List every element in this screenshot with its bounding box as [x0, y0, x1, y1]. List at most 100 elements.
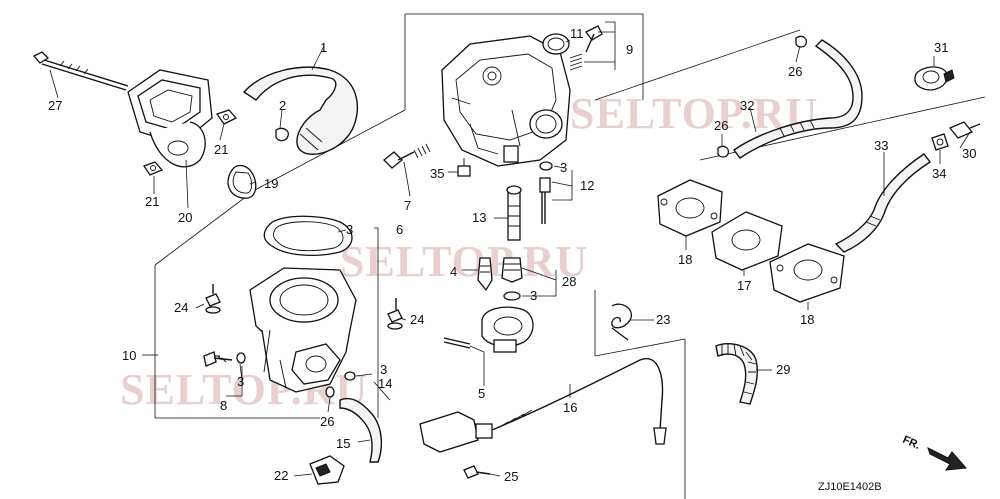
- screw-spring-9: [569, 25, 603, 71]
- hose-33: [834, 153, 932, 253]
- float-5: [443, 306, 534, 353]
- label-17: 17: [737, 278, 751, 293]
- screw-spring-7: [383, 143, 431, 169]
- label-11: 11: [570, 26, 584, 41]
- washer-3d: [344, 371, 356, 381]
- label-22: 22: [274, 468, 288, 483]
- intake-adapter-20: [127, 69, 213, 168]
- gasket-18a: [657, 179, 723, 237]
- label-30: 30: [962, 146, 976, 161]
- label-3a: 3: [346, 222, 353, 237]
- carb-lower-body-10: [249, 267, 357, 393]
- nut-21b: [143, 161, 164, 176]
- leader-lines: [49, 21, 971, 477]
- label-14: 14: [378, 376, 392, 391]
- bolt-27: [32, 51, 129, 91]
- label-33: 33: [874, 138, 888, 153]
- clip-2: [275, 127, 289, 142]
- label-28: 28: [562, 274, 576, 289]
- label-21b: 21: [145, 194, 159, 209]
- gasket-6: [263, 215, 353, 256]
- group-boundaries: [154, 13, 986, 499]
- label-3b: 3: [560, 160, 567, 175]
- clip-26c: [325, 386, 335, 398]
- screw-24b: [387, 298, 403, 330]
- jet-12: [539, 177, 551, 224]
- label-7: 7: [404, 198, 411, 213]
- label-24b: 24: [410, 312, 424, 327]
- screw-8: [203, 351, 233, 367]
- label-3e: 3: [380, 362, 387, 377]
- label-35: 35: [430, 166, 444, 181]
- hose-29: [715, 342, 759, 405]
- washer-3a: [539, 161, 553, 171]
- label-13: 13: [472, 210, 486, 225]
- washer-3b: [503, 291, 521, 301]
- ring-11: [542, 33, 570, 55]
- gasket-18b: [769, 243, 845, 303]
- label-9: 9: [626, 42, 633, 57]
- label-19: 19: [264, 176, 278, 191]
- label-5: 5: [478, 386, 485, 401]
- clamp-22: [309, 455, 345, 485]
- gasket-19-inner: [232, 171, 253, 194]
- label-26a: 26: [788, 64, 802, 79]
- nut-21a: [215, 109, 238, 125]
- label-3c: 3: [530, 288, 537, 303]
- label-3d: 3: [237, 374, 244, 389]
- float-valve-28: [501, 257, 523, 283]
- label-8: 8: [220, 398, 227, 413]
- carburetor-body: [441, 35, 571, 167]
- diagram-code: ZJ10E1402B: [818, 481, 882, 493]
- label-18a: 18: [678, 252, 692, 267]
- washer-3c: [236, 352, 246, 364]
- nipple-30: [948, 121, 981, 139]
- label-26c: 26: [320, 414, 334, 429]
- hose-15: [339, 397, 383, 463]
- label-26b: 26: [714, 118, 728, 133]
- label-25: 25: [504, 469, 518, 484]
- screw-24a: [205, 284, 221, 314]
- gasket-17: [711, 211, 783, 271]
- watermark-2: SELTOP.RU: [340, 237, 588, 286]
- clip-35: [457, 158, 471, 177]
- hose-32-texture: [779, 119, 815, 137]
- needle-4: [477, 257, 493, 292]
- clip-23: [611, 303, 633, 341]
- clamp-31: [914, 66, 955, 91]
- clip-34: [931, 133, 949, 151]
- label-2: 2: [279, 98, 286, 113]
- label-6: 6: [396, 222, 403, 237]
- label-20: 20: [178, 210, 192, 225]
- label-31: 31: [934, 40, 948, 55]
- label-18b: 18: [800, 312, 814, 327]
- hose-33-clamp: [865, 215, 881, 227]
- emulsion-tube-13: [506, 185, 522, 241]
- label-24a: 24: [174, 300, 188, 315]
- clip-26b: [717, 145, 730, 158]
- label-34: 34: [932, 166, 946, 181]
- front-direction-arrow: FR.: [901, 434, 968, 471]
- label-29: 29: [776, 362, 790, 377]
- hose-32: [733, 39, 863, 159]
- hose-1: [242, 66, 359, 155]
- gasket-6-inner: [272, 221, 344, 252]
- label-12: 12: [580, 178, 594, 193]
- screw-25: [463, 465, 491, 479]
- hose-1-clamp: [299, 127, 323, 151]
- label-10: 10: [122, 348, 136, 363]
- part-labels: 1 2 3 3 3 3 3 4 5 6 7 8 9 10 11 12 13 14…: [48, 26, 976, 484]
- label-21a: 21: [214, 142, 228, 157]
- label-15: 15: [336, 436, 350, 451]
- label-4: 4: [450, 264, 457, 279]
- clip-26a: [795, 35, 808, 48]
- label-16: 16: [563, 400, 577, 415]
- label-27: 27: [48, 98, 62, 113]
- label-32: 32: [740, 98, 754, 113]
- label-1: 1: [320, 40, 327, 55]
- direction-label: FR.: [901, 434, 922, 452]
- label-23: 23: [656, 312, 670, 327]
- solenoid-16: [419, 357, 667, 453]
